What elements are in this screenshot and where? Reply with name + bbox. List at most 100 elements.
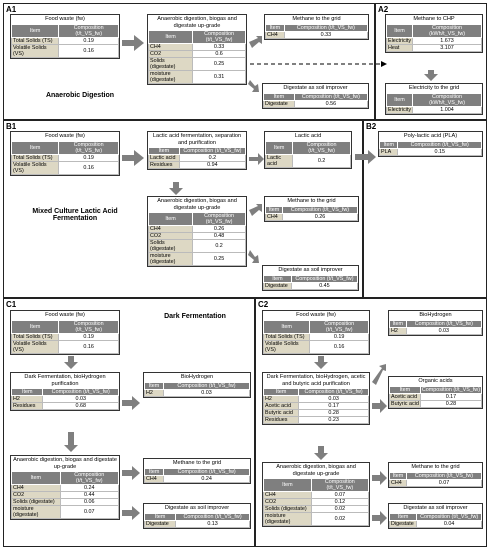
- box-c2-df: Dark Fermentation, bioHydrogen, acetic a…: [262, 372, 370, 425]
- table-row: moisture (digestate)0.02: [263, 512, 369, 526]
- header-item: Item: [265, 23, 285, 32]
- box-c1-ad: Anaerobic digestion, biogas and digestat…: [10, 455, 120, 520]
- row-item: moisture (digestate): [11, 505, 61, 519]
- row-value: 0.03: [162, 388, 250, 397]
- header-composition: Composition (t/t_VS_fw): [310, 478, 369, 492]
- table-row: Solids (digestate)0.25: [148, 57, 246, 71]
- row-item: CH4: [263, 491, 312, 499]
- row-value: 0.2: [292, 153, 351, 168]
- row-value: 3.107: [412, 43, 482, 52]
- row-value: 0.02: [310, 512, 369, 526]
- row-value: 0.16: [58, 160, 119, 175]
- header-item: Item: [144, 467, 165, 476]
- panel-b2: [363, 120, 487, 298]
- row-value: 0.25: [192, 57, 246, 71]
- panel-title-a1: Anaerobic Digestion: [45, 92, 115, 99]
- header-composition: Composition (t/t_VS_fw): [58, 23, 119, 38]
- header-composition: Composition (t/t_VS_fw): [178, 147, 246, 155]
- header-composition: Composition (t/t_VS_fw): [283, 23, 368, 32]
- arrow-a1-ad-dig: [248, 80, 259, 92]
- arrow-a1-ad-meth: [249, 36, 262, 48]
- box-a1-ad: Anaerobic digestion, biogas and digestat…: [147, 14, 247, 85]
- row-value: 0.2: [192, 239, 246, 253]
- table-row: Total Solids (TS)0.19: [11, 36, 119, 45]
- box-title: Digestate as soil improver: [403, 505, 468, 511]
- row-item: Solids (digestate): [148, 239, 194, 253]
- box-title: Anaerobic digestion, biogas and digestat…: [276, 464, 356, 477]
- row-item: Digestate: [389, 519, 418, 528]
- panel-label-b2: B2: [366, 122, 377, 131]
- arrow-c2-df-h2: [372, 364, 386, 385]
- header-composition: Composition (t/t_VS_fw): [292, 140, 351, 155]
- row-value: 0.45: [290, 281, 358, 290]
- box-c1-df: Dark Fermentation, bioHydrogen purificat…: [10, 372, 120, 411]
- row-item: Digestate: [263, 281, 292, 290]
- box-title: Digestate as soil improver: [164, 505, 230, 511]
- row-item: Lactic acid: [148, 154, 180, 162]
- header-item: Item: [379, 140, 399, 149]
- row-value: 0.6: [192, 50, 246, 58]
- header-item: Item: [389, 319, 407, 328]
- box-title: Methane to the grid: [287, 198, 336, 204]
- header-item: Item: [386, 92, 414, 107]
- row-item: H2: [11, 395, 44, 403]
- row-item: Acetic acid: [389, 392, 421, 401]
- row-item: Acetic acid: [263, 402, 300, 410]
- row-item: Volatile Solids (VS): [263, 339, 311, 354]
- row-item: Butyric acid: [389, 399, 421, 408]
- panel-b1: [3, 120, 363, 298]
- row-item: CO2: [148, 50, 194, 58]
- row-value: 0.07: [310, 491, 369, 499]
- row-value: 0.24: [163, 474, 250, 483]
- header-composition: Composition (t/t_VS_fw): [416, 512, 482, 521]
- row-item: CH4: [11, 484, 61, 492]
- row-value: 0.16: [309, 339, 369, 354]
- box-title: Anaerobic digestion, biogas and digestat…: [13, 457, 117, 470]
- arrow-c2-df-oa: [372, 399, 387, 413]
- header-composition: Composition (t/t_VS_fw): [309, 319, 369, 334]
- header-composition: Composition (t/t_VS_fw): [58, 140, 119, 155]
- header-composition: Composition (kWh/t_VS_fw): [412, 92, 482, 107]
- table-row: Volatile Solids (VS)0.16: [263, 339, 369, 354]
- row-item: Volatile Solids (VS): [11, 339, 60, 354]
- header-item: Item: [386, 23, 414, 38]
- header-item: Item: [263, 319, 311, 334]
- header-item: Item: [263, 274, 292, 283]
- header-item: Item: [389, 471, 407, 480]
- row-value: 0.23: [298, 416, 369, 424]
- row-item: Solids (digestate): [148, 57, 194, 71]
- panel-title-b1: Mixed Culture Lactic Acid Fermentation: [32, 208, 118, 222]
- panel-c1: [3, 298, 255, 547]
- header-item: Item: [144, 381, 164, 390]
- row-value: 0.06: [59, 498, 119, 506]
- header-item: Item: [389, 385, 421, 394]
- header-item: Item: [144, 512, 177, 521]
- table-row: moisture (digestate)0.31: [148, 70, 246, 84]
- table-row: Solids (digestate)0.02: [263, 505, 369, 513]
- row-value: 0.26: [281, 212, 358, 221]
- row-value: 0.17: [298, 402, 369, 410]
